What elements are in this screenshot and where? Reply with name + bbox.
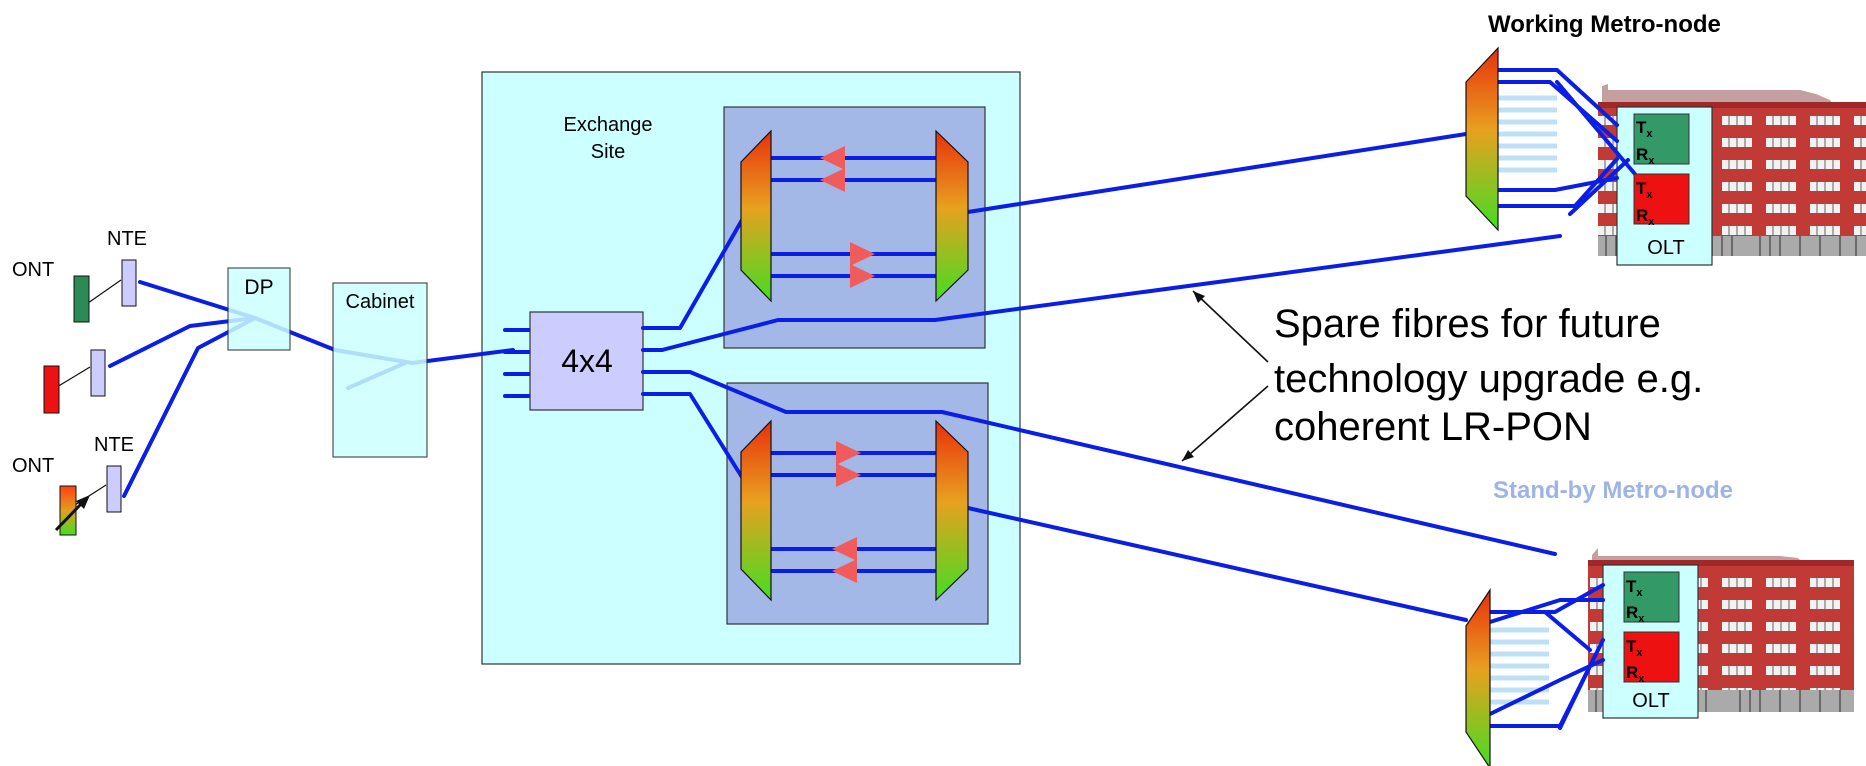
nte-middle	[90, 349, 106, 397]
rx-label: Rx	[1626, 603, 1645, 625]
olt-label-standby: OLT	[1632, 690, 1669, 712]
arrowheads	[1182, 291, 1205, 461]
amplifier-icon	[850, 242, 875, 266]
ont-middle	[43, 365, 60, 414]
splitter-4x4: 4x4	[503, 311, 664, 411]
amplifier-icon	[820, 168, 845, 192]
cabinet-label: Cabinet	[346, 291, 415, 313]
nte-bottom-label: NTE	[94, 434, 134, 456]
ont-top-label: ONT	[12, 259, 54, 281]
amplifier-icon	[850, 264, 875, 288]
mux-icon	[935, 129, 969, 303]
rx-label: Rx	[1636, 206, 1655, 228]
spare-fibre-stubs-working	[1498, 95, 1557, 173]
amplifier-icon	[832, 559, 857, 583]
rx-label: Rx	[1636, 145, 1655, 167]
tx-module-green	[1623, 571, 1680, 623]
amplifier-icon	[820, 146, 845, 170]
exchange-label-line1: Exchange	[564, 114, 653, 136]
rx-module-red	[1623, 631, 1680, 683]
amplifier-icon	[836, 463, 861, 487]
amplifier-icon	[832, 537, 857, 561]
exchange-label-line2: Site	[591, 141, 625, 163]
dp-label: DP	[244, 276, 273, 299]
dp-box	[227, 267, 291, 351]
spare-fibres-note-line1: Spare fibres for future	[1274, 302, 1661, 346]
mux-icon	[935, 419, 969, 602]
tx-label: Tx	[1636, 179, 1653, 201]
annotation-arrows	[1181, 290, 1269, 462]
spare-fibre-stubs-standby	[1490, 627, 1549, 705]
mux-icon	[740, 129, 772, 303]
rx-label: Rx	[1626, 663, 1645, 685]
mux-icon	[1465, 46, 1499, 232]
nte-top-label: NTE	[107, 228, 147, 250]
splitter-label: 4x4	[561, 343, 613, 379]
customer-equipment	[43, 259, 137, 536]
tx-label: Tx	[1626, 577, 1643, 599]
olt-label-working: OLT	[1647, 237, 1684, 259]
olt-transceivers-working	[1633, 113, 1690, 225]
tx-module-green	[1633, 113, 1690, 165]
amplifier-icon	[836, 441, 861, 465]
rx-module-red	[1633, 173, 1690, 225]
olt-transceivers-standby	[1623, 571, 1680, 683]
mux-icon	[1465, 588, 1491, 766]
ont-top	[73, 275, 90, 323]
nte-bottom	[106, 465, 122, 513]
standby-metro-node-title: Stand-by Metro-node	[1493, 477, 1733, 504]
cabinet-box	[332, 282, 428, 458]
amplifiers	[820, 146, 875, 583]
wdm-mux-elements	[740, 46, 1499, 766]
nte-top	[121, 259, 137, 307]
tx-label: Tx	[1636, 118, 1653, 140]
working-metro-node-title: Working Metro-node	[1488, 11, 1721, 38]
tunable-arrow-icon	[54, 495, 90, 532]
ont-bottom-label: ONT	[12, 455, 54, 477]
spare-fibres-note-line2: technology upgrade e.g.	[1274, 357, 1703, 401]
tx-label: Tx	[1626, 637, 1643, 659]
spare-fibres-note-line3: coherent LR-PON	[1274, 405, 1592, 449]
mux-icon	[740, 419, 772, 602]
